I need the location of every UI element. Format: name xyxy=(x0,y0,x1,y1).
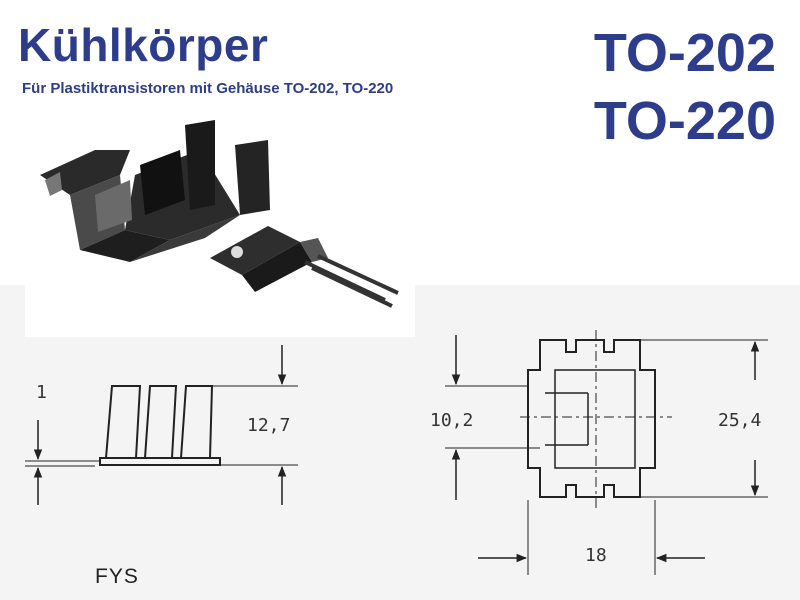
drawing-background xyxy=(0,285,800,600)
package-label-to202: TO-202 xyxy=(593,23,776,83)
dim-inner-width: 10,2 xyxy=(430,410,474,431)
dim-thickness: 1 xyxy=(36,382,47,403)
transistor-illustration xyxy=(210,226,399,308)
side-view-drawing xyxy=(25,345,298,505)
package-label-to220: TO-220 xyxy=(593,91,776,151)
dim-length: 25,4 xyxy=(718,410,762,431)
dim-width: 18 xyxy=(585,545,607,566)
top-view-drawing xyxy=(445,330,768,575)
dim-height: 12,7 xyxy=(247,415,291,436)
model-label: FYS xyxy=(95,565,139,588)
heatsink-illustration xyxy=(40,120,270,262)
page-title: Kühlkörper xyxy=(18,19,269,71)
page-subtitle: Für Plastiktransistoren mit Gehäuse TO-2… xyxy=(22,80,394,97)
